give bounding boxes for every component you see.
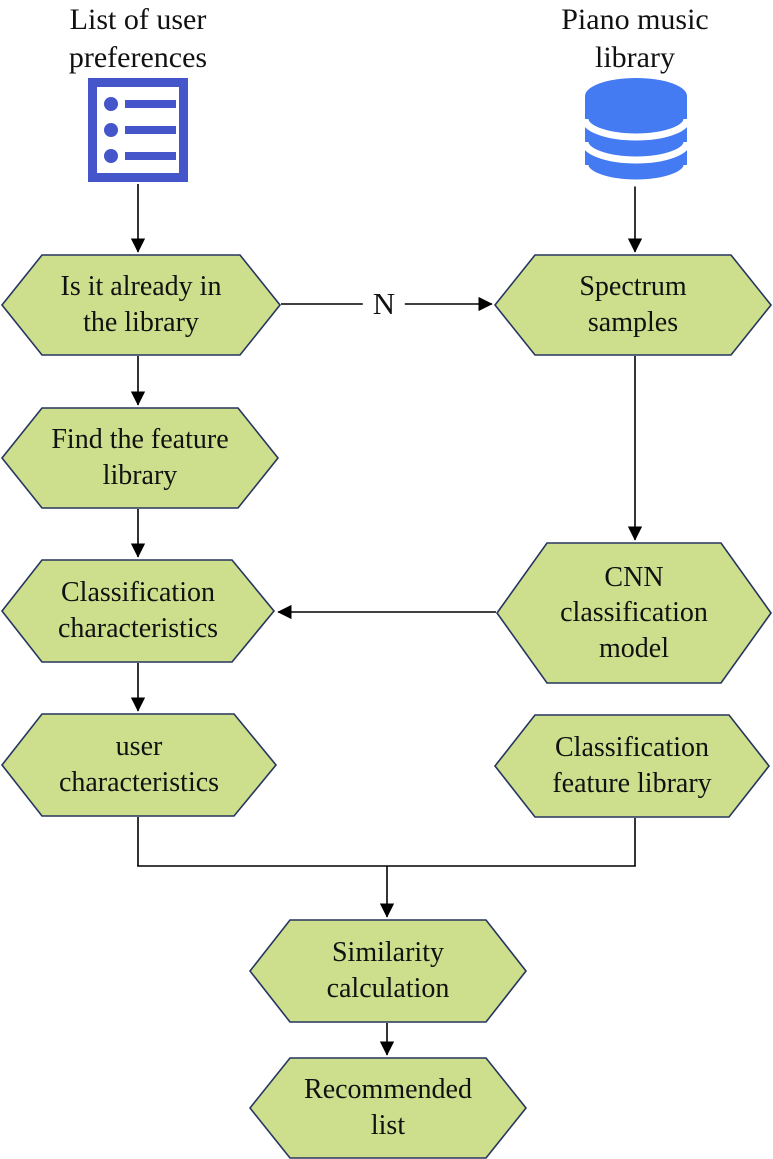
hexagon-spectrum-samples xyxy=(493,254,773,356)
hexagon-similarity-calculation xyxy=(248,919,528,1023)
hexagon-already-in-library xyxy=(0,254,282,356)
node-label-user-characteristics: user characteristics xyxy=(58,731,220,798)
hexagon-nodes xyxy=(0,254,773,1159)
hexagon-cnn-classification-model xyxy=(496,542,772,684)
node-label-classification-characteristics: Classification characteristics xyxy=(57,577,219,644)
node-label-classification-feature-library: Classification feature library xyxy=(552,732,712,799)
hexagon-classification-feature-library xyxy=(493,714,771,818)
node-label-spectrum-samples: Spectrum samples xyxy=(579,271,687,338)
database-icon xyxy=(581,78,691,187)
hexagon-find-feature-library xyxy=(0,407,280,509)
node-label-recommended-list: Recommended list xyxy=(304,1074,472,1141)
hexagon-recommended-list xyxy=(248,1057,528,1159)
list-icon xyxy=(88,78,188,182)
edge-label-n: N xyxy=(362,286,406,322)
node-label-similarity-calculation: Similarity calculation xyxy=(326,937,450,1004)
node-label-already-in-library: Is it already in the library xyxy=(60,271,222,338)
hexagon-user-characteristics xyxy=(0,713,278,817)
title-user-preferences: List of user preferences xyxy=(68,2,208,74)
hexagon-classification-characteristics xyxy=(0,559,276,663)
node-label-cnn-classification-model: CNN classification model xyxy=(560,561,708,664)
title-piano-music-library: Piano music library xyxy=(561,2,709,74)
node-label-find-feature-library: Find the feature library xyxy=(51,424,229,491)
